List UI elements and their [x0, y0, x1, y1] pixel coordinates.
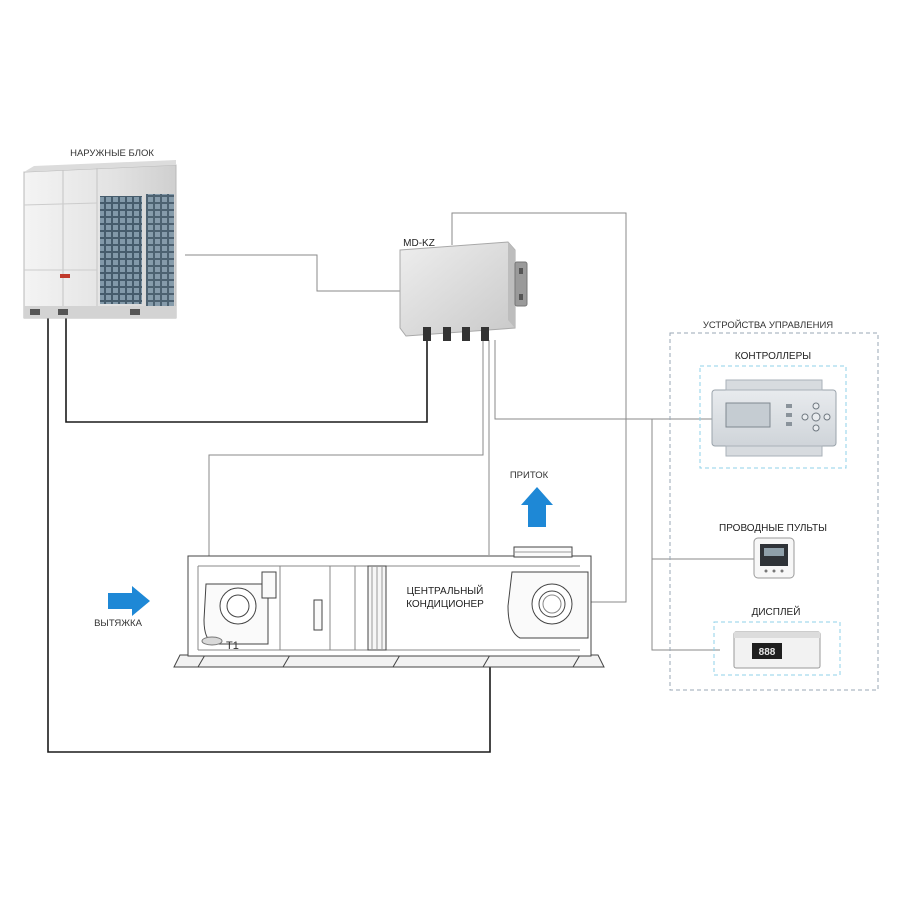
controllers-frame	[699, 365, 847, 469]
display-frame	[713, 621, 841, 676]
wire-mdkz-to-ahu-right	[451, 212, 627, 603]
pipe-outdoor-to-mdkz	[65, 315, 428, 423]
wired-remote-device	[753, 537, 795, 579]
display-label: ДИСПЛЕЙ	[752, 605, 801, 618]
controllers-label: КОНТРОЛЛЕРЫ	[735, 351, 811, 362]
display-readout: 888	[759, 647, 776, 658]
control-devices-label: УСТРОЙСТВА УПРАВЛЕНИЯ	[703, 319, 833, 331]
control-devices-frame	[669, 332, 879, 691]
signal-wires	[185, 212, 754, 651]
central-ac-label-line1: ЦЕНТРАЛЬНЫЙ	[407, 584, 484, 597]
controller-device	[711, 379, 837, 457]
refrigerant-pipes	[47, 315, 491, 753]
exhaust-label: ВЫТЯЖКА	[94, 618, 143, 629]
pipe-outdoor-to-ahu	[47, 315, 491, 753]
sensor-t1-label: T1	[226, 640, 239, 652]
supply-label: ПРИТОК	[510, 470, 549, 481]
central-ac-label-line2: КОНДИЦИОНЕР	[406, 599, 484, 610]
md-kz-unit	[399, 241, 528, 341]
display-device: 888	[733, 631, 821, 669]
wired-remotes-label: ПРОВОДНЫЕ ПУЛЬТЫ	[719, 523, 827, 534]
wire-outdoor-to-mdkz	[185, 254, 400, 292]
air-handling-unit	[173, 546, 605, 668]
outdoor-unit-label: НАРУЖНЫЕ БЛОК	[70, 148, 154, 159]
md-kz-label: MD-KZ	[403, 238, 435, 249]
outdoor-unit	[23, 160, 177, 319]
exhaust-arrow-icon	[108, 586, 150, 616]
supply-arrow-icon	[521, 487, 553, 527]
wire-mdkz-to-sensor	[208, 340, 484, 645]
